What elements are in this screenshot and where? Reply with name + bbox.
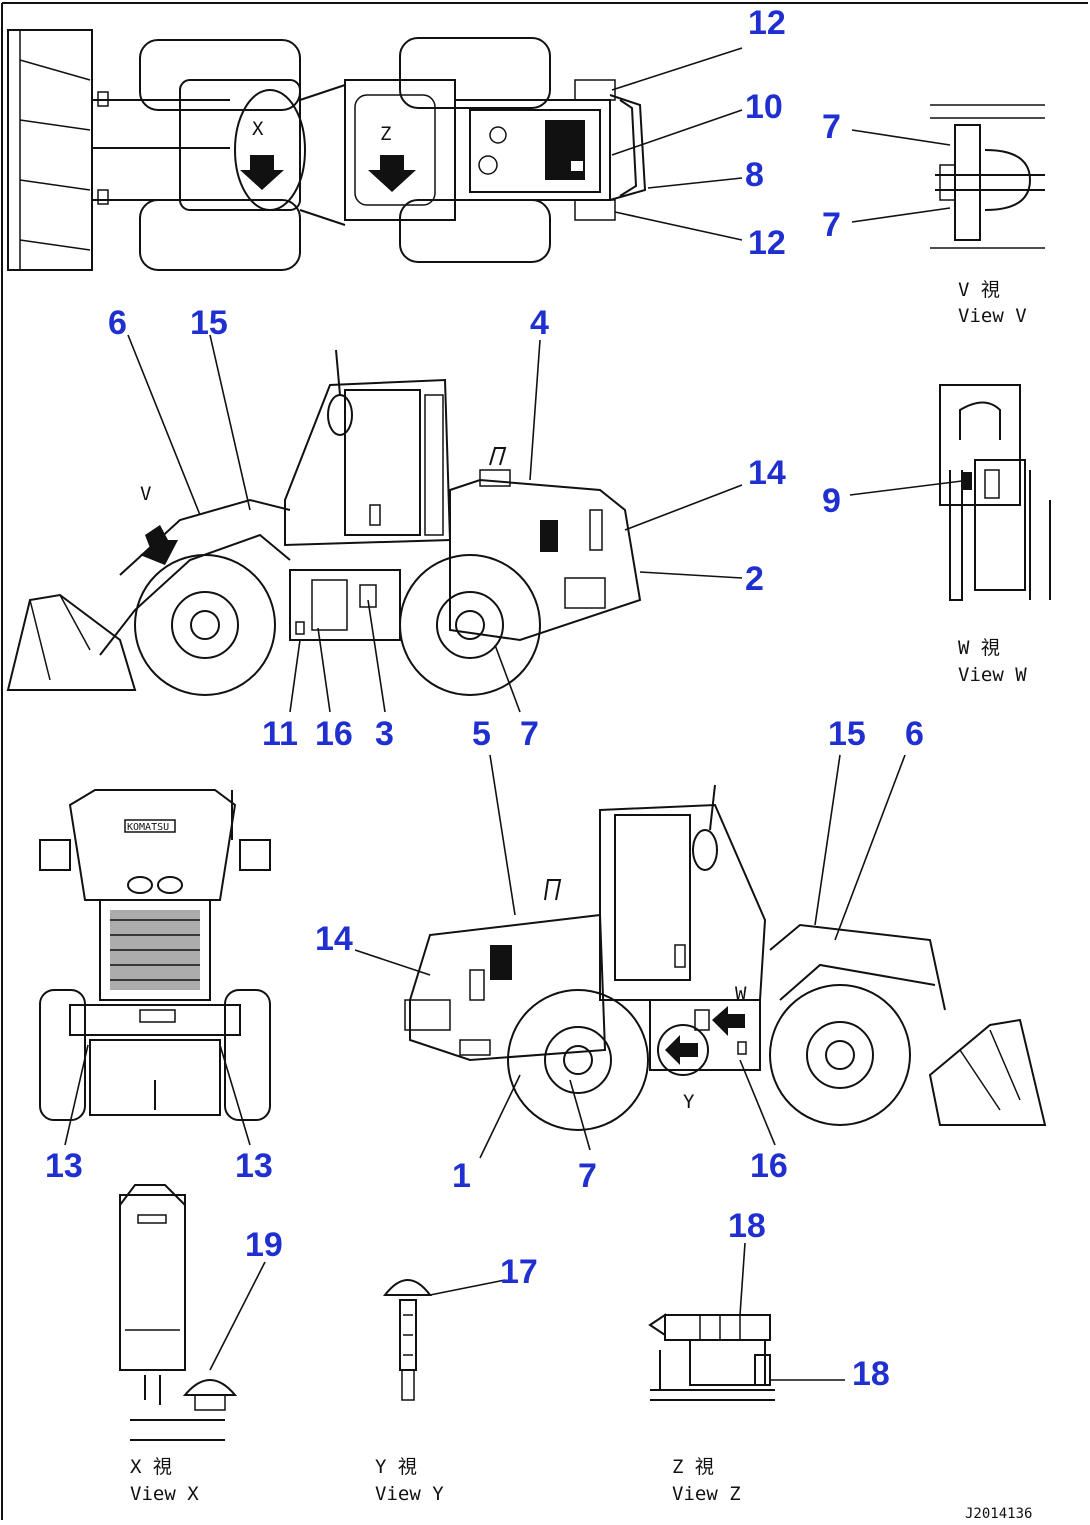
callout-7-left: 7 — [520, 715, 539, 753]
callout-7-view-v-upper: 7 — [822, 108, 841, 146]
callout-11: 11 — [262, 715, 298, 753]
callout-14-right: 14 — [315, 920, 353, 958]
callout-12-top: 12 — [748, 4, 786, 42]
view-z-jp: Z 視 — [672, 1456, 714, 1478]
view-v-en: View V — [958, 305, 1027, 327]
top-plan-view: X Z — [7, 29, 647, 271]
front-view: KOMATSU — [39, 789, 271, 1121]
brand-plate-text: KOMATSU — [127, 822, 169, 833]
view-z-detail: Z 視 View Z — [648, 1313, 775, 1505]
callout-12-bottom: 12 — [748, 224, 786, 262]
leader-lines — [64, 47, 971, 1381]
callout-13-right: 13 — [235, 1147, 273, 1185]
callout-6-left: 6 — [108, 304, 127, 342]
callout-16-right: 16 — [750, 1147, 788, 1185]
callout-18-right: 18 — [852, 1355, 890, 1393]
callout-13-left: 13 — [45, 1147, 83, 1185]
callout-17: 17 — [500, 1253, 538, 1291]
view-w-jp: W 視 — [958, 637, 1000, 659]
callout-15-right: 15 — [828, 715, 866, 753]
hood-grille-mark — [540, 520, 558, 552]
view-y-jp: Y 視 — [375, 1456, 417, 1478]
view-x-jp: X 視 — [130, 1456, 172, 1478]
callout-19: 19 — [245, 1226, 283, 1264]
callout-3: 3 — [375, 715, 394, 753]
view-v-detail: V 視 View V — [930, 104, 1045, 327]
view-marker-x: X — [252, 118, 264, 140]
right-side-view: Y W — [404, 784, 1047, 1131]
view-marker-z: Z — [380, 123, 391, 145]
callout-16-left: 16 — [315, 715, 353, 753]
callout-2: 2 — [745, 560, 764, 598]
callout-8: 8 — [745, 156, 764, 194]
view-marker-w: W — [735, 983, 747, 1005]
callout-7-right: 7 — [578, 1157, 597, 1195]
view-w-en: View W — [958, 664, 1027, 686]
drawing-code: J2014136 — [965, 1506, 1032, 1522]
callout-9: 9 — [822, 482, 841, 520]
view-w-detail: W 視 View W — [939, 384, 1051, 686]
callout-18-top: 18 — [728, 1207, 766, 1245]
callout-14-left: 14 — [748, 454, 786, 492]
callout-10: 10 — [745, 88, 783, 126]
view-y-detail: Y 視 View Y — [375, 1279, 444, 1505]
view-v-jp: V 視 — [958, 279, 1000, 301]
rear-grille-mark — [490, 945, 512, 980]
view-y-en: View Y — [375, 1483, 444, 1505]
callout-6-right: 6 — [905, 715, 924, 753]
view-marker-y: Y — [683, 1091, 695, 1113]
left-side-view: V — [6, 349, 642, 696]
view-marker-v: V — [140, 483, 151, 505]
view-x-detail: X 視 View X — [119, 1184, 238, 1505]
callout-labels: 12 10 8 12 7 7 6 15 4 14 2 11 16 3 5 7 9… — [45, 4, 924, 1393]
callout-7-view-v-lower: 7 — [822, 206, 841, 244]
view-z-en: View Z — [672, 1483, 741, 1505]
callout-15-left: 15 — [190, 304, 228, 342]
callout-1: 1 — [452, 1157, 471, 1195]
brand-plate — [124, 819, 176, 833]
view-x-en: View X — [130, 1483, 199, 1505]
callout-5: 5 — [472, 715, 491, 753]
callout-4: 4 — [530, 304, 549, 342]
